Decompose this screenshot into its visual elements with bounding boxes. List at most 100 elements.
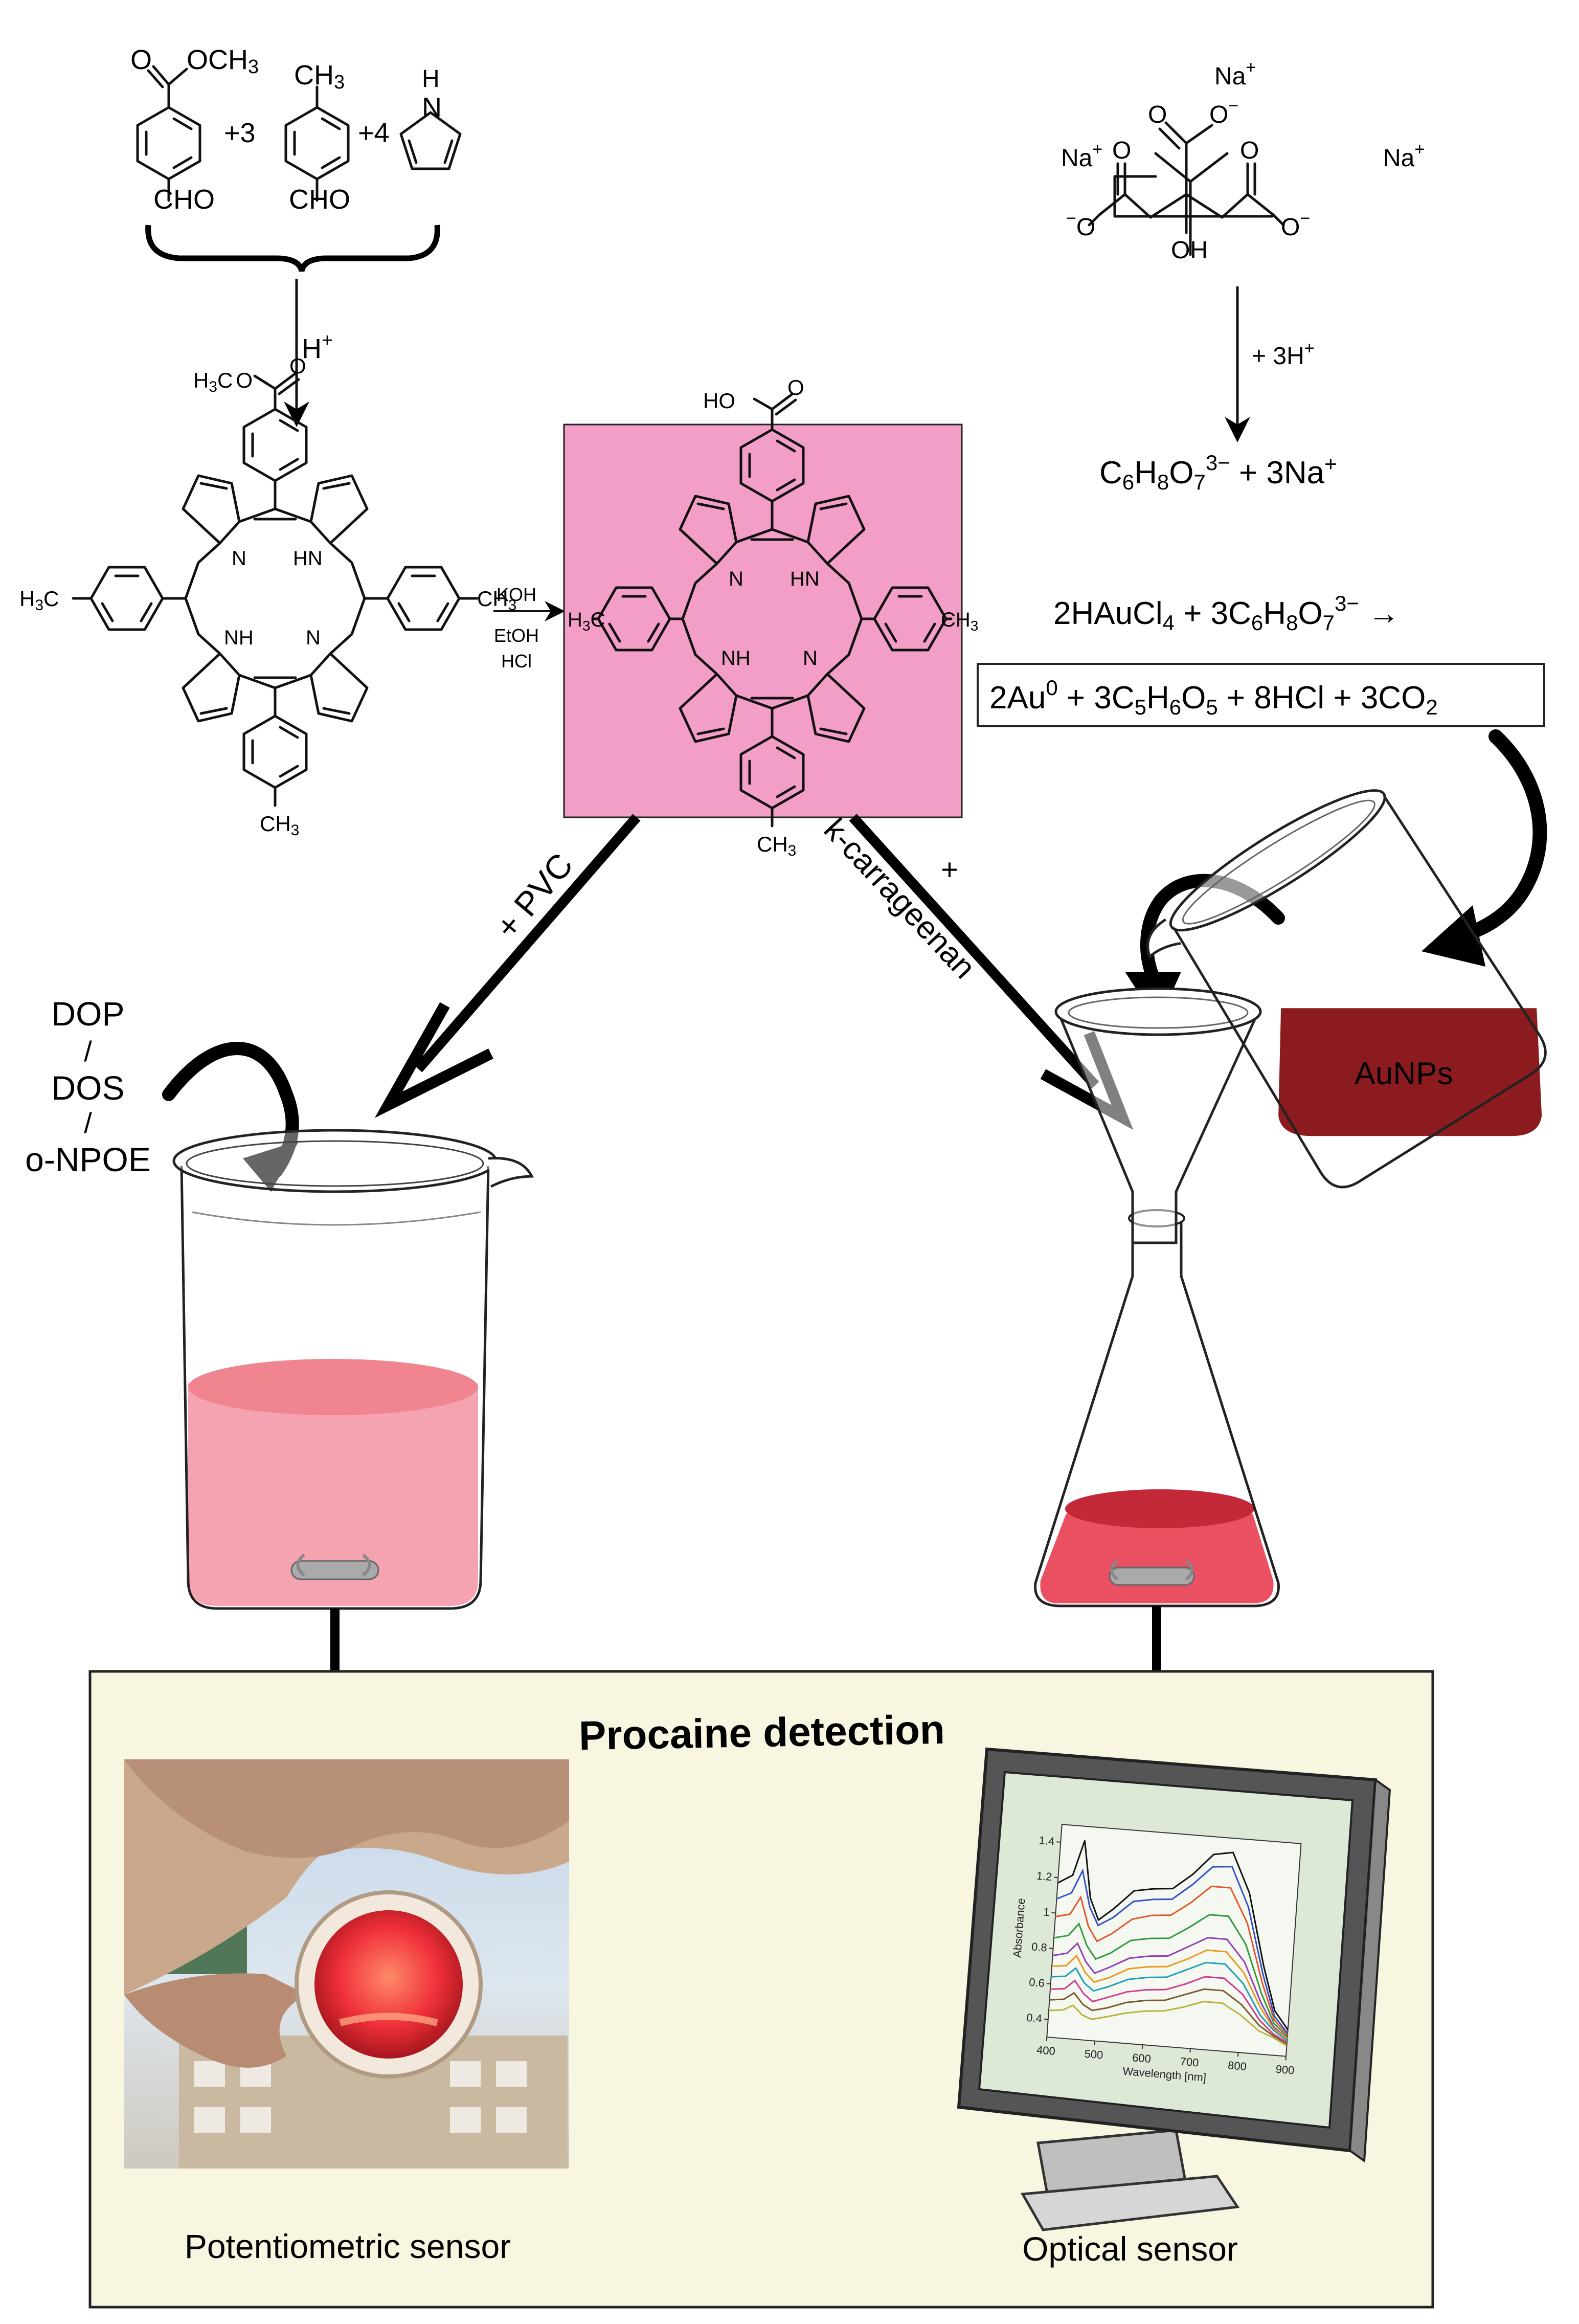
etoh-label: EtOH xyxy=(494,625,539,646)
reduction-line-1: 2HAuCl4 + 3C6H8O73− → xyxy=(1053,591,1400,635)
series-line-7 xyxy=(1051,1961,1288,2041)
right-ch3-label: CH3 xyxy=(477,587,516,614)
aldehyde-label-2: CHO xyxy=(289,184,350,215)
series-line-4 xyxy=(1053,1914,1288,2038)
curved-arrow-to-beaker xyxy=(162,1042,299,1192)
citrate-o-minus-right: O− xyxy=(1281,209,1310,241)
citrate-o-minus-center: O− xyxy=(1209,96,1238,128)
bottom-ch3-label: CH3 xyxy=(757,832,796,859)
y-tick-mark-0.4 xyxy=(1044,2018,1048,2020)
curved-arrow-to-aunps xyxy=(1422,729,1547,967)
plasticizers: DOP / DOS / o-NPOE xyxy=(25,995,151,1178)
x-tick-label-400: 400 xyxy=(1036,2043,1055,2058)
porphyrin-acid-box xyxy=(563,423,963,818)
beaker xyxy=(172,1129,534,1610)
aldehyde-label-1: CHO xyxy=(153,184,215,215)
ring-n2-label: N xyxy=(803,647,818,669)
methyl-4-formylbenzoate: O OCH3 CHO xyxy=(130,44,259,215)
series-line-1 xyxy=(1057,1840,1289,2030)
y-tick-mark-0.8 xyxy=(1049,1948,1053,1949)
koh-label: KOH xyxy=(497,584,536,605)
aunps-label: AuNPs xyxy=(1355,1056,1453,1091)
na-top-label: Na+ xyxy=(1214,58,1256,90)
series-line-2 xyxy=(1056,1866,1289,2034)
sodium-citrate: O O− O O −O O− OH Na+ Na+ Na+ + 3H+ C6H8… xyxy=(1061,58,1425,494)
citrate-oh-label: OH xyxy=(1171,237,1208,264)
y-tick-label-1.2: 1.2 xyxy=(1036,1869,1052,1883)
potentiometric-label: Potentiometric sensor xyxy=(185,2227,511,2265)
citrate-o-left: O xyxy=(1112,137,1131,164)
right-ch3-label: CH3 xyxy=(941,609,978,634)
onpoe-label: o-NPOE xyxy=(25,1141,151,1178)
left-h3c-label: H3C xyxy=(19,587,59,614)
x-tick-label-800: 800 xyxy=(1227,2059,1247,2073)
beaker-liquid xyxy=(188,1367,478,1606)
stir-bar xyxy=(290,1553,379,1580)
series-line-10 xyxy=(1048,2001,1288,2047)
x-tick-label-500: 500 xyxy=(1084,2047,1103,2062)
na-left-label: Na+ xyxy=(1061,140,1102,172)
reduction-products-box xyxy=(977,663,1545,727)
methyl-label: CH3 xyxy=(294,60,345,93)
funnel xyxy=(1054,987,1262,1244)
separator-1: / xyxy=(84,1035,92,1067)
flask-liquid xyxy=(1040,1501,1274,1603)
reagents-group: O OCH3 CHO +3 CH3 CHO +4 H N H+ xyxy=(130,44,462,427)
hcl-label: HCl xyxy=(501,651,532,672)
kcarrageenan-label: k-carrageenan xyxy=(817,812,982,985)
bottom-ch3-label: CH3 xyxy=(260,812,299,839)
ester-och3-label: OCH3 xyxy=(187,44,259,78)
citrate-ion-product: C6H8O73− + 3Na+ xyxy=(1099,451,1337,494)
flask-stir-bar xyxy=(1109,1559,1195,1586)
x-tick-label-900: 900 xyxy=(1275,2063,1295,2077)
series-line-9 xyxy=(1049,1988,1288,2045)
coefficient-3: +3 xyxy=(224,118,256,148)
reduction-equation: 2HAuCl4 + 3C6H8O73− → 2Au0 + 3C5H6O5 + 8… xyxy=(977,591,1545,727)
hydrolysis-step: KOH EtOH HCl xyxy=(493,584,565,672)
x-tick-mark-900 xyxy=(1285,2056,1287,2061)
pyrrole-n-label: N xyxy=(422,92,442,123)
chart-frame xyxy=(1046,1824,1302,2057)
acid-o-label: O xyxy=(787,375,804,399)
ring-nh-label: NH xyxy=(224,627,254,649)
separator-2: / xyxy=(84,1107,92,1139)
ester-o-label: O xyxy=(289,354,306,378)
x-tick-label-700: 700 xyxy=(1180,2055,1199,2069)
ester-o-label: O xyxy=(130,44,152,75)
p-tolualdehyde: CH3 CHO xyxy=(286,60,350,215)
erlenmeyer-flask xyxy=(1034,1209,1280,1607)
series-line-3 xyxy=(1055,1885,1289,2036)
dos-label: DOS xyxy=(51,1069,124,1107)
acid-ho-label: HO xyxy=(703,389,735,413)
coefficient-4: +4 xyxy=(358,118,390,148)
detection-title: Procaine detection xyxy=(578,1707,945,1758)
reagents-brace xyxy=(145,225,440,272)
na-right-label: Na+ xyxy=(1383,140,1425,172)
citrate-o-minus-left: −O xyxy=(1066,209,1095,241)
pyrrole-h-label: H xyxy=(422,65,440,93)
series-line-6 xyxy=(1052,1949,1288,2040)
series-line-5 xyxy=(1052,1937,1288,2040)
ring-hn-label: HN xyxy=(790,568,820,590)
y-tick-label-1: 1 xyxy=(1043,1906,1050,1919)
kcarrageenan-plus: + xyxy=(941,853,958,886)
pvc-path-arrow: + PVC xyxy=(374,814,641,1118)
porphyrin-acid: HO O CH3 H3C CH3 N HN NH N xyxy=(568,375,978,859)
y-tick-label-0.6: 0.6 xyxy=(1028,1976,1045,1990)
optical-label: Optical sensor xyxy=(1022,2230,1238,2268)
y-tick-label-1.4: 1.4 xyxy=(1039,1834,1055,1847)
aunps-liquid xyxy=(1278,1008,1542,1136)
acid-catalyst-label: H+ xyxy=(302,330,333,364)
ring-n-label: N xyxy=(729,568,743,590)
ring-n-label: N xyxy=(232,547,246,570)
beaker-liquid-surface xyxy=(188,1359,478,1415)
ring-nh-label: NH xyxy=(721,647,751,669)
ring-n2-label: N xyxy=(306,627,321,649)
y-tick-label-0.8: 0.8 xyxy=(1031,1940,1047,1954)
ring-hn-label: HN xyxy=(293,547,323,570)
dop-label: DOP xyxy=(51,995,124,1033)
